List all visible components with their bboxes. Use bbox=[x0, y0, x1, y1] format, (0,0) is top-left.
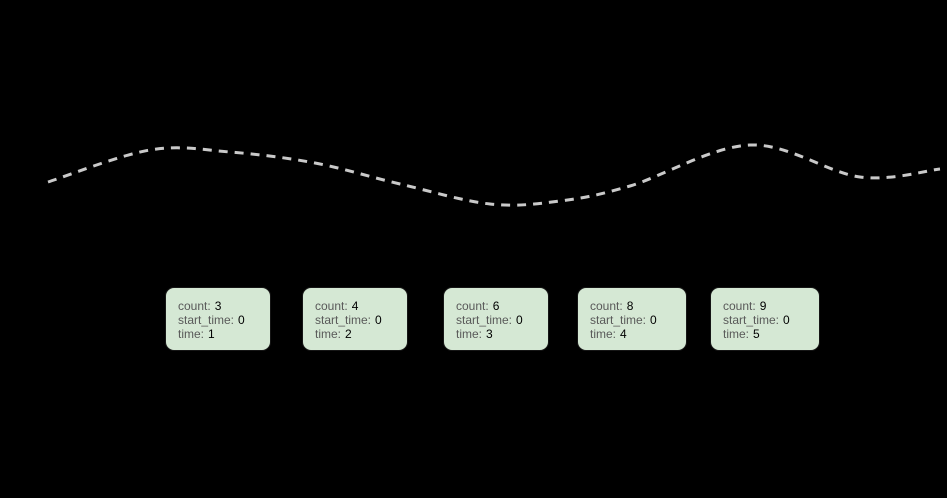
node-field: count:9 bbox=[723, 299, 807, 313]
node-field: count:6 bbox=[456, 299, 536, 313]
node-field: count:8 bbox=[590, 299, 674, 313]
node-field: time:3 bbox=[456, 327, 536, 341]
node-field: start_time:0 bbox=[723, 313, 807, 327]
metric-node-3: count:6 start_time:0 time:3 bbox=[443, 287, 549, 351]
field-label: start_time: bbox=[178, 313, 235, 327]
metric-node-1: count:3 start_time:0 time:1 bbox=[165, 287, 271, 351]
field-value: 3 bbox=[214, 299, 222, 313]
field-value: 4 bbox=[620, 327, 627, 341]
metric-node-4: count:8 start_time:0 time:4 bbox=[577, 287, 687, 351]
field-label: time: bbox=[456, 327, 483, 341]
node-field: count:4 bbox=[315, 299, 395, 313]
field-value: 4 bbox=[351, 299, 359, 313]
field-label: start_time: bbox=[590, 313, 647, 327]
field-value: 3 bbox=[486, 327, 493, 341]
field-value: 2 bbox=[345, 327, 352, 341]
field-label: time: bbox=[723, 327, 750, 341]
field-label: start_time: bbox=[723, 313, 780, 327]
node-field: time:1 bbox=[178, 327, 258, 341]
node-field: count:3 bbox=[178, 299, 258, 313]
field-value: 6 bbox=[492, 299, 500, 313]
field-label: count: bbox=[723, 299, 756, 313]
field-value: 5 bbox=[753, 327, 760, 341]
field-label: count: bbox=[178, 299, 211, 313]
node-field: time:2 bbox=[315, 327, 395, 341]
field-label: time: bbox=[315, 327, 342, 341]
field-label: count: bbox=[456, 299, 489, 313]
node-field: start_time:0 bbox=[590, 313, 674, 327]
field-label: start_time: bbox=[315, 313, 372, 327]
field-value: 0 bbox=[650, 313, 657, 327]
metric-node-5: count:9 start_time:0 time:5 bbox=[710, 287, 820, 351]
field-value: 0 bbox=[516, 313, 523, 327]
field-label: time: bbox=[178, 327, 205, 341]
dashed-trend-curve bbox=[47, 143, 941, 207]
field-value: 0 bbox=[783, 313, 790, 327]
node-field: time:4 bbox=[590, 327, 674, 341]
metric-node-2: count:4 start_time:0 time:2 bbox=[302, 287, 408, 351]
field-value: 9 bbox=[759, 299, 767, 313]
field-value: 8 bbox=[626, 299, 634, 313]
field-value: 0 bbox=[375, 313, 382, 327]
node-field: start_time:0 bbox=[456, 313, 536, 327]
field-label: start_time: bbox=[456, 313, 513, 327]
node-field: time:5 bbox=[723, 327, 807, 341]
node-field: start_time:0 bbox=[178, 313, 258, 327]
field-value: 0 bbox=[238, 313, 245, 327]
field-value: 1 bbox=[208, 327, 215, 341]
field-label: time: bbox=[590, 327, 617, 341]
field-label: count: bbox=[590, 299, 623, 313]
node-field: start_time:0 bbox=[315, 313, 395, 327]
field-label: count: bbox=[315, 299, 348, 313]
